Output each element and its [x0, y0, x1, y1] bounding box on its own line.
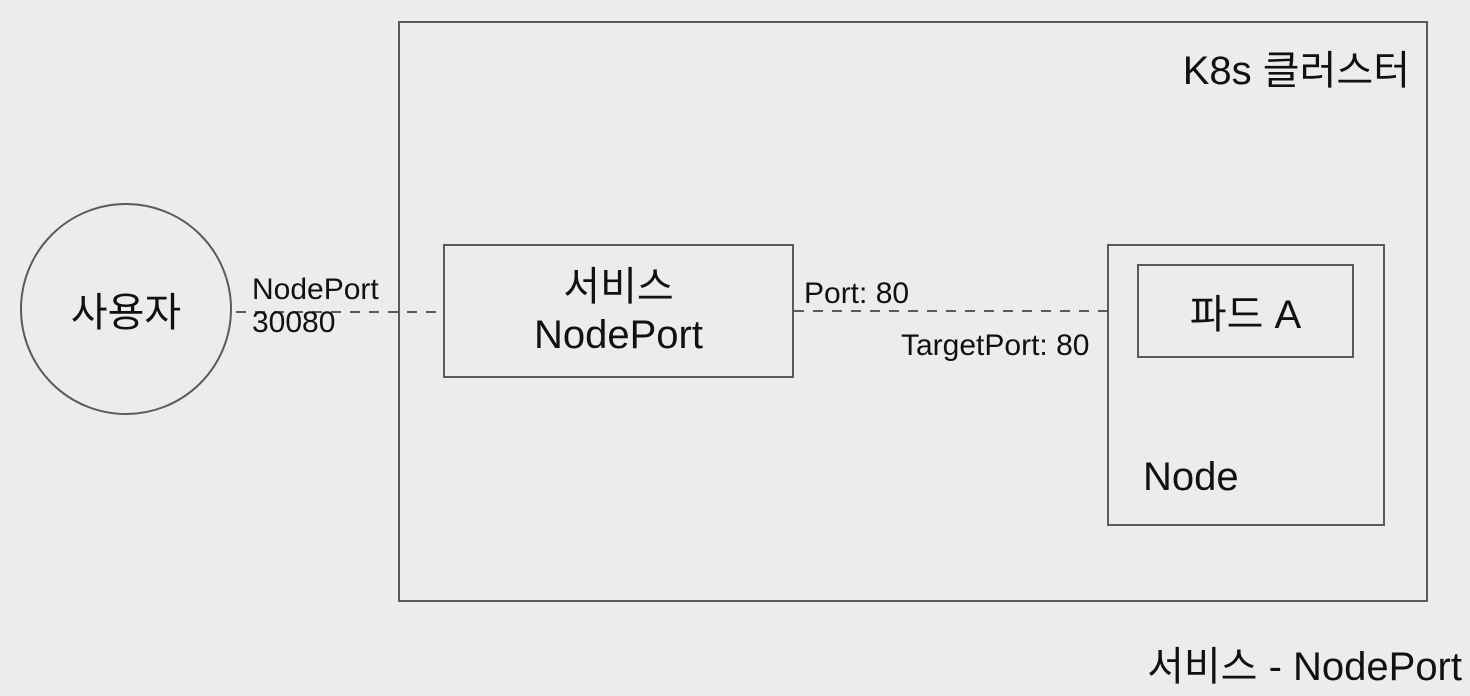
- edge-user-to-service-label-line1: NodePort: [252, 273, 379, 306]
- service-label-line2: NodePort: [534, 313, 703, 357]
- edge-user-to-service: [236, 311, 443, 313]
- edge-user-to-service-label: NodePort 30080: [252, 273, 379, 339]
- edge-targetport-label: TargetPort: 80: [901, 329, 1090, 362]
- pod-a-box: 파드 A: [1137, 264, 1354, 358]
- edge-user-to-service-label-line2: 30080: [252, 306, 336, 339]
- service-label-line1: 서비스: [563, 265, 674, 309]
- k8s-cluster-title: K8s 클러스터: [1182, 49, 1410, 93]
- edge-service-to-pod: [794, 310, 1137, 312]
- diagram-caption: 서비스 - NodePort: [1147, 645, 1462, 689]
- pod-a-label: 파드 A: [1189, 293, 1302, 337]
- edge-port-label: Port: 80: [804, 277, 910, 310]
- node-label: Node: [1143, 455, 1239, 499]
- user-label: 사용자: [70, 291, 182, 335]
- user-circle: 사용자: [20, 203, 232, 415]
- service-nodeport-box: 서비스 NodePort: [443, 244, 794, 378]
